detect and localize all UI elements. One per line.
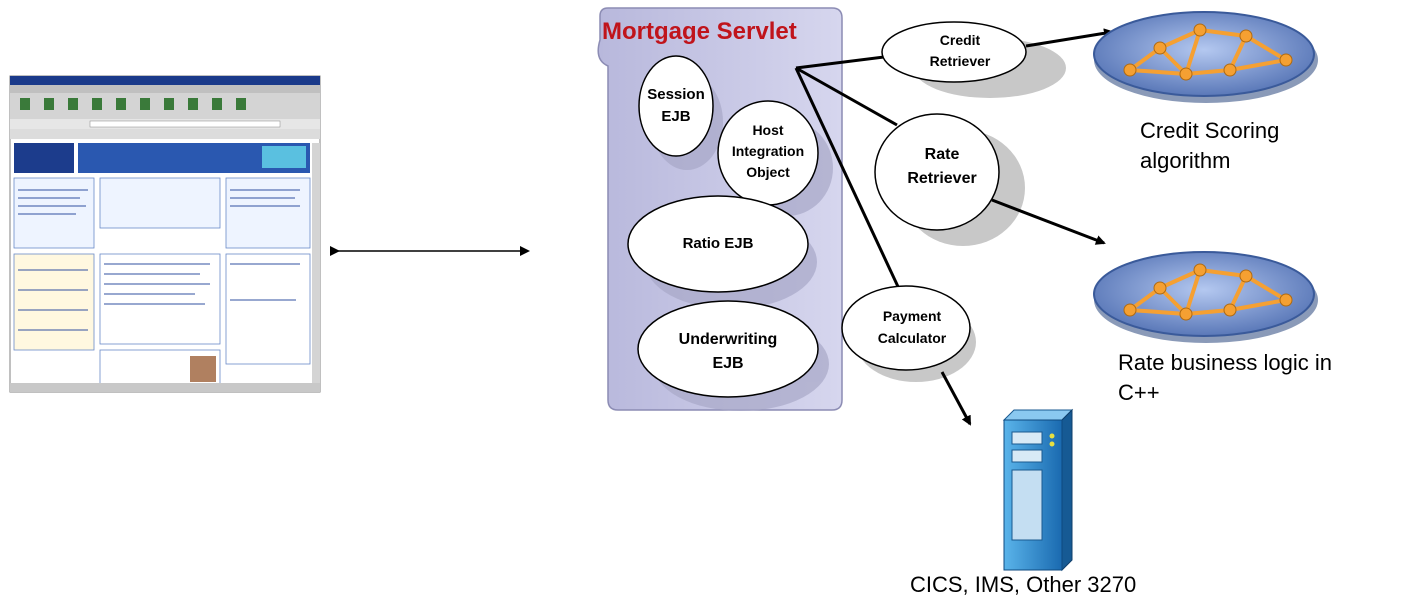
rate-retriever-label: Rate Retriever	[907, 146, 977, 187]
rate-logic-label: Rate business logic in C++	[1118, 350, 1333, 405]
ratio-ejb-label: Ratio EJB	[682, 235, 754, 252]
credit-scoring-network-icon	[1093, 11, 1318, 103]
session-ejb-ellipse	[638, 55, 714, 157]
line-to-rate	[795, 66, 898, 127]
session-ejb-label: Session EJB	[647, 86, 705, 125]
payment-calculator-ellipse	[841, 285, 971, 371]
underwriting-ejb-ellipse	[637, 300, 819, 398]
mainframe-server-icon	[1002, 408, 1074, 572]
browser-screenshot	[9, 75, 321, 393]
arrow-to-cics-server	[940, 371, 972, 426]
servlet-title: Mortgage Servlet	[602, 18, 797, 45]
cics-label: CICS, IMS, Other 3270	[910, 572, 1137, 597]
payment-calculator-label: Payment Calculator	[877, 308, 947, 346]
ratio-ejb-ellipse	[627, 195, 809, 293]
credit-retriever-label: Credit Retriever	[929, 32, 991, 69]
credit-scoring-label: Credit Scoring algorithm	[1140, 118, 1280, 173]
host-integration-label: Host Integration Object	[731, 122, 805, 180]
underwriting-ejb-label: Underwriting EJB	[678, 331, 778, 372]
rate-logic-network-icon	[1093, 251, 1318, 343]
rate-retriever-ellipse	[874, 113, 1000, 231]
line-to-credit	[795, 54, 893, 70]
credit-retriever-ellipse	[881, 21, 1027, 83]
arrow-to-rate-logic	[991, 198, 1106, 245]
arrow-to-credit-scoring	[1025, 28, 1114, 48]
